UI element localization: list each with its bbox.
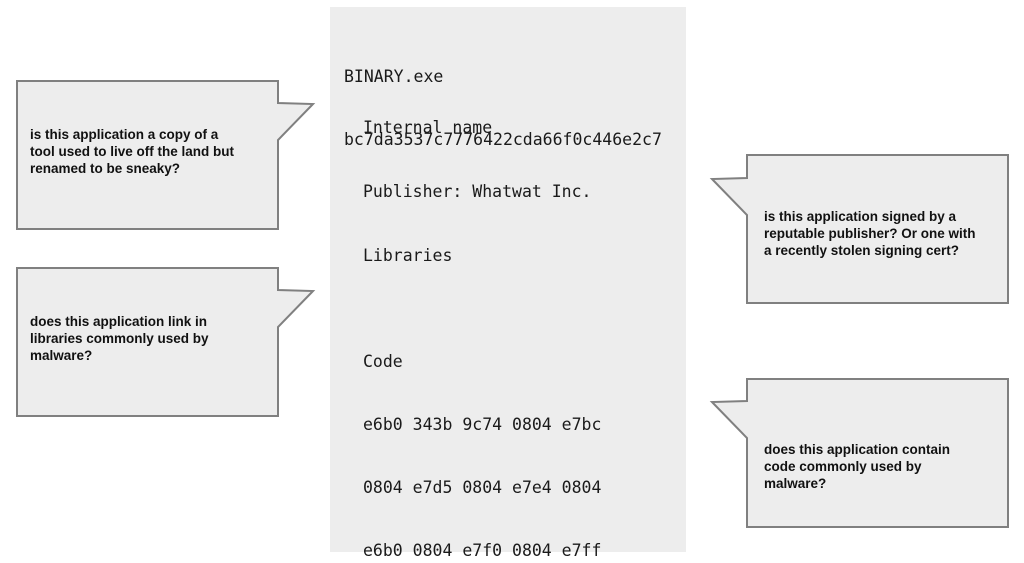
callout-code-shape [709,378,1009,528]
callout-signing: is this application signed by a reputabl… [706,152,1011,307]
callout-libraries-shape [16,267,316,417]
callout-lolbin-text: is this application a copy of a tool use… [30,127,234,176]
callout-lolbin-shape [16,80,316,230]
callout-signing-text: is this application signed by a reputabl… [764,209,976,258]
internal-name-section: Internal name [363,118,493,137]
callout-libraries: does this application link in libraries … [14,265,317,420]
callout-code: does this application contain code commo… [706,375,1011,531]
code-hex-line: e6b0 343b 9c74 0804 e7bc [363,415,602,434]
callout-libraries-text: does this application link in libraries … [30,314,209,363]
callout-signing-shape [709,154,1009,304]
code-hex-line: 0804 e7d5 0804 e7e4 0804 [363,478,602,497]
binary-hash: bc7da3537c7776422cda66f0c446e2c7 [344,130,662,149]
binary-file-panel: BINARY.exe bc7da3537c7776422cda66f0c446e… [330,7,686,560]
publisher-section: Publisher: Whatwat Inc. [363,182,592,201]
binary-header: BINARY.exe bc7da3537c7776422cda66f0c446e… [344,24,662,192]
code-hex-line: e6b0 0804 e7f0 0804 e7ff [363,541,602,560]
callout-lolbin: is this application a copy of a tool use… [14,78,317,233]
code-section: Code e6b0 343b 9c74 0804 e7bc 0804 e7d5 … [363,309,601,563]
libraries-section: Libraries [363,246,453,265]
code-section-label: Code [363,352,403,371]
callout-code-text: does this application contain code commo… [764,442,951,491]
binary-filename: BINARY.exe [344,67,444,86]
